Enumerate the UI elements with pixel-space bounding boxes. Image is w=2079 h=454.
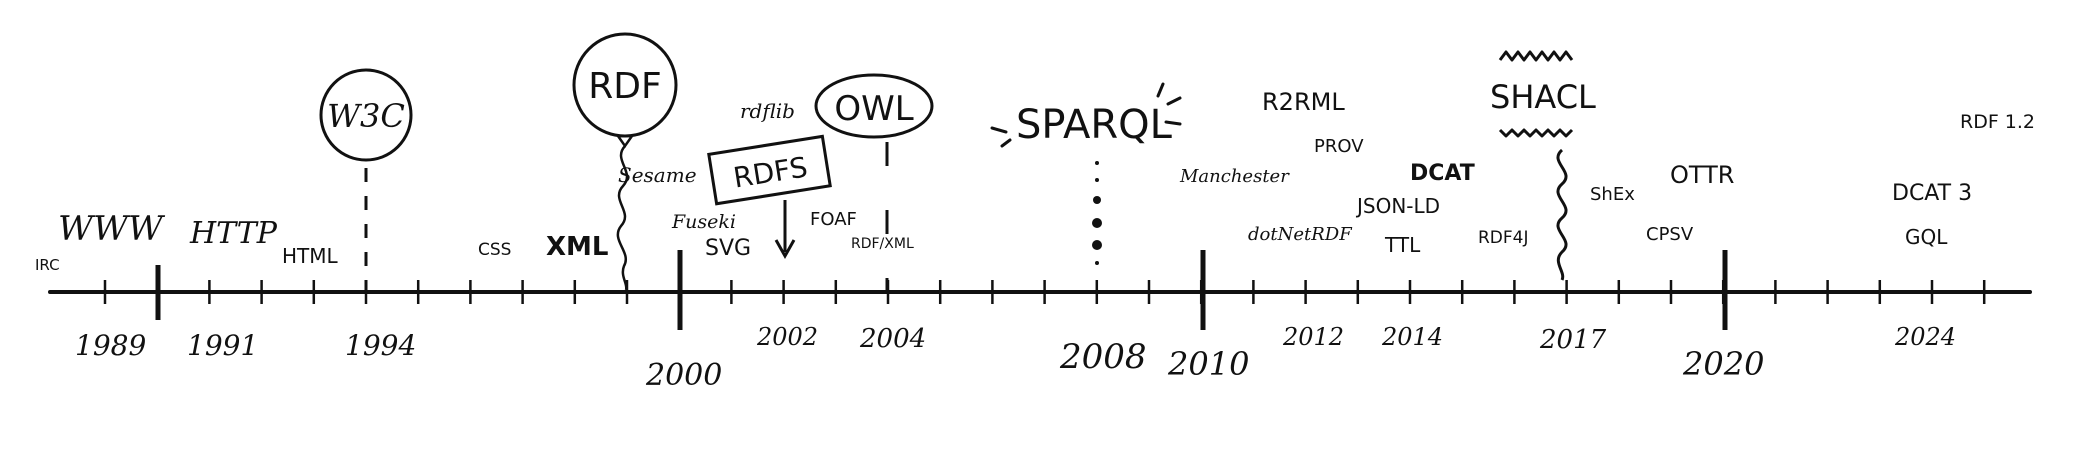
label-www: WWW [58, 209, 166, 249]
year-2002: 2002 [756, 323, 818, 351]
label-gql: GQL [1905, 225, 1948, 249]
year-2010: 2010 [1167, 345, 1249, 383]
label-w3c: W3C [327, 97, 405, 135]
label-manchester: Manchester [1179, 166, 1290, 187]
label-svg: SVG [705, 236, 751, 261]
label-rdf4j: RDF4J [1478, 228, 1529, 248]
year-2014: 2014 [1381, 323, 1443, 351]
sparql-sparkles [990, 82, 1182, 148]
rdfs-arrow-head [774, 239, 796, 260]
shacl-wavy-connector [1556, 148, 1568, 281]
label-ttl: TTL [1384, 233, 1421, 257]
label-dcat: DCAT [1410, 161, 1475, 186]
year-1994: 1994 [345, 329, 416, 362]
label-rdflib: rdflib [740, 99, 795, 123]
label-fuseki: Fuseki [671, 211, 736, 233]
label-rdf: RDF [588, 66, 661, 107]
rdfs-box [707, 134, 832, 206]
label-irc: IRC [35, 256, 60, 274]
label-rdfs: RDFS [731, 150, 810, 194]
rdf-balloon-string [616, 145, 629, 291]
label-sesame: Sesame [618, 163, 697, 187]
label-shacl: SHACL [1490, 78, 1596, 116]
label-owl: OWL [834, 89, 913, 129]
label-sparql: SPARQL [1016, 102, 1173, 148]
shacl-squiggle-top [1498, 50, 1574, 62]
label-html: HTML [282, 244, 339, 268]
year-2004: 2004 [859, 324, 926, 354]
label-foaf: FOAF [810, 209, 857, 230]
year-2000: 2000 [645, 358, 722, 393]
label-prov: PROV [1314, 136, 1364, 157]
label-jsonld: JSON-LD [1355, 194, 1440, 218]
label-http: HTTP [189, 216, 278, 251]
shacl-squiggle-bottom [1498, 128, 1574, 138]
year-2008: 2008 [1059, 337, 1147, 377]
label-rdf12: RDF 1.2 [1960, 111, 2035, 133]
label-dcat3: DCAT 3 [1892, 181, 1972, 206]
w3c-circle [319, 68, 413, 162]
label-cpsv: CPSV [1646, 224, 1694, 245]
sparql-dotted-connector [1092, 161, 1102, 265]
year-2020: 2020 [1682, 345, 1764, 383]
year-1989: 1989 [75, 329, 146, 362]
label-css: CSS [478, 240, 511, 260]
year-2012: 2012 [1282, 323, 1344, 351]
label-r2rml: R2RML [1262, 88, 1345, 116]
year-2017: 2017 [1539, 325, 1607, 355]
year-1991: 1991 [187, 329, 258, 362]
year-2024: 2024 [1894, 323, 1956, 351]
label-ottr: OTTR [1670, 161, 1734, 189]
label-shex: ShEx [1590, 184, 1635, 205]
label-xml: XML [546, 232, 609, 262]
label-rdfxml: RDF/XML [851, 236, 914, 252]
owl-ellipse [814, 73, 934, 139]
rdf-balloon-knot [615, 134, 635, 149]
label-dotnetrdf: dotNetRDF [1248, 224, 1353, 245]
